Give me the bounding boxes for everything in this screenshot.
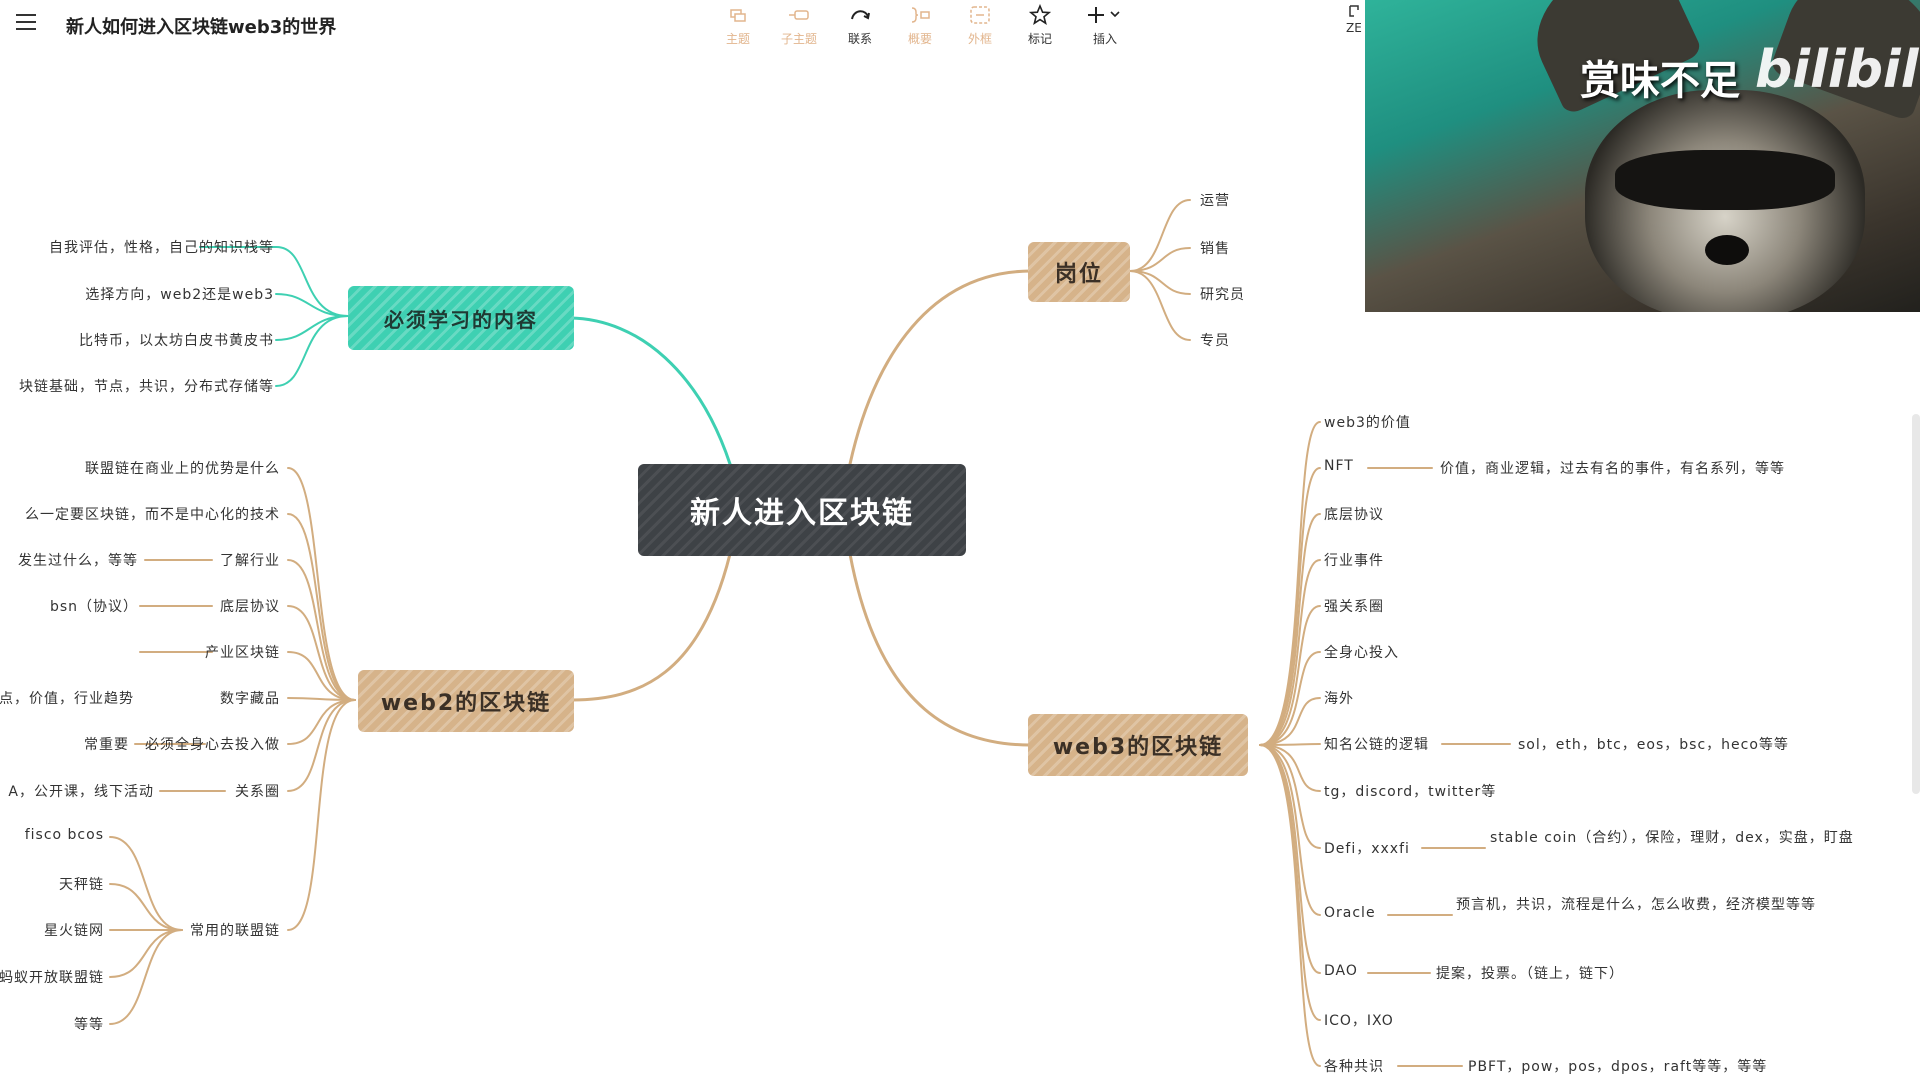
branch-web3[interactable]: web3的区块链	[1028, 714, 1248, 776]
must-learn-item[interactable]: 比特币，以太坊白皮书黄皮书	[79, 333, 274, 349]
position-item[interactable]: 运营	[1200, 193, 1230, 209]
insert-button[interactable]: 插入	[1074, 4, 1136, 47]
boundary-button[interactable]: 外框	[949, 4, 1011, 47]
web3-item[interactable]: tg，discord，twitter等	[1324, 784, 1497, 800]
alliance-chain-item[interactable]: fisco bcos	[24, 827, 104, 843]
bilibili-watermark: bilibili	[1755, 40, 1920, 100]
must-learn-item[interactable]: 选择方向，web2还是web3	[85, 287, 274, 303]
web3-item[interactable]: DAO	[1324, 963, 1358, 979]
video-overlay[interactable]: 赏味不足 bilibili	[1365, 0, 1920, 312]
web3-item-detail[interactable]: sol，eth，btc，eos，bsc，heco等等	[1518, 737, 1789, 753]
web2-item-detail[interactable]: 常重要	[84, 737, 129, 753]
web3-item-detail[interactable]: PBFT，pow，pos，dpos，raft等等，等等	[1468, 1059, 1768, 1075]
star-icon	[1009, 4, 1071, 26]
web3-item[interactable]: ICO，IXO	[1324, 1013, 1394, 1029]
web2-item[interactable]: 了解行业	[220, 553, 280, 569]
zen-icon	[1349, 5, 1359, 17]
relationship-icon	[829, 4, 891, 26]
topic-icon	[707, 4, 769, 26]
position-item[interactable]: 研究员	[1200, 287, 1245, 303]
position-item[interactable]: 销售	[1200, 241, 1230, 257]
video-caption: 赏味不足	[1580, 58, 1740, 104]
position-item[interactable]: 专员	[1200, 333, 1230, 349]
web2-item[interactable]: 产业区块链	[205, 645, 280, 661]
hamburger-menu-icon[interactable]	[16, 14, 36, 32]
branch-positions[interactable]: 岗位	[1028, 242, 1130, 302]
web3-item[interactable]: web3的价值	[1324, 415, 1411, 431]
web3-item-detail[interactable]: 预言机，共识，流程是什么，怎么收费，经济模型等等	[1456, 897, 1816, 913]
web3-item[interactable]: Defi，xxxfi	[1324, 841, 1410, 857]
plus-icon	[1074, 4, 1136, 26]
web3-item-detail[interactable]: 提案，投票。（链上，链下）	[1436, 966, 1624, 982]
web3-item[interactable]: Oracle	[1324, 905, 1376, 921]
web2-item-detail[interactable]: A，公开课，线下活动	[8, 784, 154, 800]
web2-item[interactable]: 数字藏品	[220, 691, 280, 707]
web3-item[interactable]: 强关系圈	[1324, 599, 1384, 615]
web3-item[interactable]: 各种共识	[1324, 1059, 1384, 1075]
boundary-icon	[949, 4, 1011, 26]
web3-item[interactable]: 行业事件	[1324, 553, 1384, 569]
topic-button[interactable]: 主题	[707, 4, 769, 47]
raccoon-nose	[1705, 235, 1749, 265]
alliance-chain-item[interactable]: 等等	[74, 1017, 104, 1033]
web3-item-detail[interactable]: stable coin（合约），保险，理财，dex，实盘，盯盘	[1490, 830, 1854, 846]
summary-button[interactable]: 概要	[889, 4, 951, 47]
marker-button[interactable]: 标记	[1009, 4, 1071, 47]
zen-mode-button[interactable]: ZE	[1346, 4, 1362, 35]
web2-item[interactable]: 关系圈	[235, 784, 280, 800]
web3-item[interactable]: 知名公链的逻辑	[1324, 737, 1429, 753]
web2-item-detail[interactable]: bsn（协议）	[49, 599, 138, 615]
subtopic-button[interactable]: 子主题	[768, 4, 830, 47]
must-learn-item[interactable]: 块链基础，节点，共识，分布式存储等	[19, 379, 274, 395]
alliance-chain-item[interactable]: 天秤链	[59, 877, 104, 893]
document-title[interactable]: 新人如何进入区块链web3的世界	[66, 17, 337, 38]
root-topic[interactable]: 新人进入区块链	[638, 464, 966, 556]
alliance-chain-item[interactable]: 蚂蚁开放联盟链	[0, 970, 104, 986]
web2-item[interactable]: 常用的联盟链	[190, 923, 280, 939]
web3-item-detail[interactable]: 价值，商业逻辑，过去有名的事件，有名系列，等等	[1440, 461, 1785, 477]
branch-web2[interactable]: web2的区块链	[358, 670, 574, 732]
web3-item[interactable]: 底层协议	[1324, 507, 1384, 523]
alliance-chain-item[interactable]: 星火链网	[44, 923, 104, 939]
branch-must-learn[interactable]: 必须学习的内容	[348, 286, 574, 350]
toolbar: 新人如何进入区块链web3的世界 主题 子主题 联系 概要 外框 标记	[0, 0, 1920, 54]
mindmap-canvas[interactable]: 新人进入区块链 必须学习的内容 岗位 web2的区块链 web3的区块链 自我评…	[0, 54, 1920, 1080]
must-learn-item[interactable]: 自我评估，性格，自己的知识栈等	[49, 240, 274, 256]
web2-item[interactable]: 必须全身心去投入做	[145, 737, 280, 753]
web2-item[interactable]: 联盟链在商业上的优势是什么	[85, 461, 280, 477]
relationship-button[interactable]: 联系	[829, 4, 891, 47]
web3-item[interactable]: 全身心投入	[1324, 645, 1399, 661]
subtopic-icon	[768, 4, 830, 26]
web2-item[interactable]: 么一定要区块链，而不是中心化的技术	[25, 507, 280, 523]
web3-item[interactable]: 海外	[1324, 691, 1354, 707]
web2-item-detail[interactable]: 发生过什么，等等	[18, 553, 138, 569]
vertical-scrollbar[interactable]	[1912, 414, 1920, 794]
web3-item[interactable]: NFT	[1324, 458, 1354, 474]
mindmap-connections	[109, 199, 1511, 1067]
web2-item[interactable]: 底层协议	[220, 599, 280, 615]
web2-item-detail[interactable]: 点，价值，行业趋势	[0, 691, 134, 707]
summary-icon	[889, 4, 951, 26]
raccoon-mask	[1615, 150, 1835, 210]
